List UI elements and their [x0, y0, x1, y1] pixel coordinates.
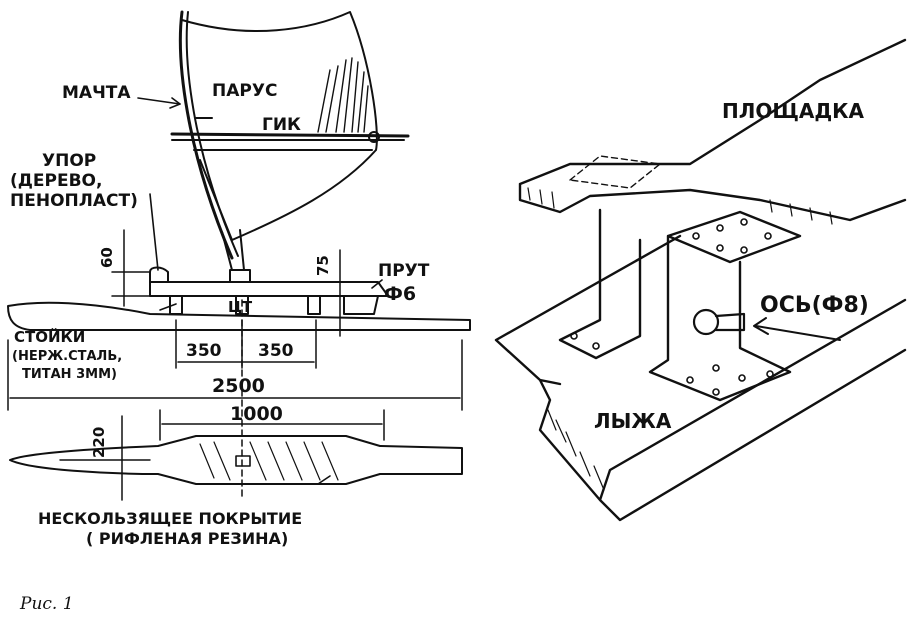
platform-side [149, 281, 389, 297]
label-cg: ЦТ [228, 298, 253, 316]
bracket-left [558, 208, 642, 360]
label-stop: УПОР [42, 151, 96, 171]
dim-1000: 1000 [230, 403, 283, 425]
dimension-lines [7, 229, 463, 501]
bracket-right [648, 210, 802, 402]
post-right [307, 295, 321, 315]
label-sail: ПАРУС [212, 81, 277, 101]
dim-75: 75 [314, 255, 332, 276]
label-mast: МАЧТА [62, 83, 131, 103]
top-plate-dashed [569, 155, 661, 189]
label-axle: ОСЬ(Ф8) [760, 293, 869, 318]
label-posts: СТОЙКИ [14, 327, 85, 346]
mast-line [178, 10, 234, 260]
dim-60: 60 [98, 247, 116, 268]
dim-350-left: 350 [186, 341, 222, 361]
figure-caption: Рис. 1 [19, 594, 74, 614]
platform-edge-hatching [527, 187, 833, 225]
ski-side [7, 301, 471, 331]
label-platform: ПЛОЩАДКА [722, 99, 865, 123]
rod-guard [343, 295, 379, 315]
ski-edge-hatching [547, 409, 605, 491]
dim-2500: 2500 [212, 375, 265, 397]
label-stop-material-1: (ДЕРЕВО, [10, 171, 102, 191]
label-coating-2: ( РИФЛЕНАЯ РЕЗИНА) [86, 529, 288, 548]
post-left [169, 295, 183, 315]
mast-foot [221, 229, 245, 271]
detail-view: ПЛОЩАДКА ОСЬ(Ф8) ЛЫЖА [494, 38, 907, 522]
sail-outline [181, 11, 378, 241]
label-posts-material-1: (НЕРЖ.СТАЛЬ, [12, 349, 122, 364]
leader-lines [137, 97, 383, 485]
bracket-bolts [570, 218, 774, 396]
ski-block [494, 234, 907, 522]
ski-plan [9, 435, 463, 485]
axle-leader [755, 325, 841, 341]
axle-nut [692, 308, 720, 336]
label-ski: ЛЫЖА [594, 409, 672, 433]
label-rod: ПРУТ [378, 261, 430, 281]
rubber-hatching [199, 441, 339, 481]
sail-hatching [317, 57, 369, 133]
platform-outline [518, 38, 907, 222]
mast-step [229, 269, 251, 283]
side-view: МАЧТА ПАРУС ГИК УПОР (ДЕРЕВО, ПЕНОПЛАСТ)… [7, 10, 471, 548]
label-stop-material-2: ПЕНОПЛАСТ) [10, 191, 138, 211]
dim-220: 220 [90, 427, 108, 458]
label-boom: ГИК [262, 115, 301, 135]
stop-block [149, 266, 169, 283]
mast-collars [193, 117, 215, 151]
boom-clew [368, 131, 380, 143]
axle-pin [714, 312, 746, 332]
mast-step-plan [235, 455, 251, 467]
axle-arrow [753, 317, 769, 335]
sail-lower-lines [199, 149, 373, 241]
label-posts-material-2: ТИТАН 3ММ) [22, 367, 117, 382]
label-coating-1: НЕСКОЛЬЗЯЩЕЕ ПОКРЫТИЕ [38, 509, 302, 528]
dim-350-right: 350 [258, 341, 294, 361]
label-rod-dia: Ф6 [384, 283, 416, 305]
